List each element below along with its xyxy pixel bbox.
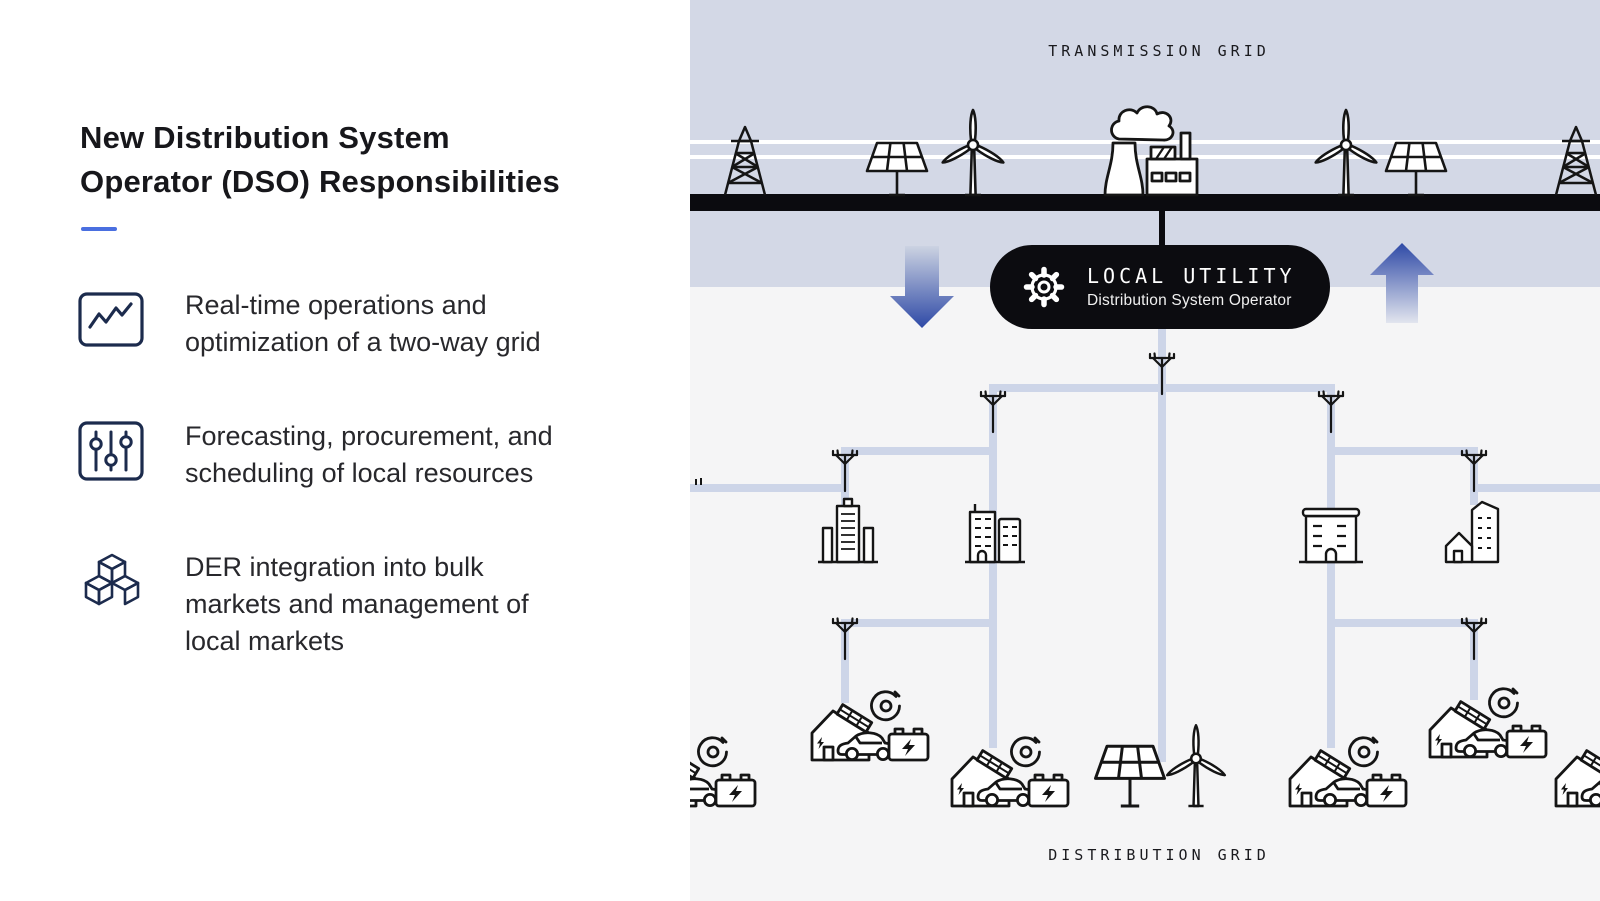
transmission-wire (690, 155, 1600, 159)
der-cluster (952, 738, 1068, 806)
der-cluster-edge-left (690, 738, 755, 806)
transmission-bus-bar (690, 194, 1600, 211)
utility-pole-icon (1317, 390, 1345, 434)
utility-pole-icon (831, 617, 859, 661)
line-chart-icon (78, 292, 144, 352)
edge-pole-mark (695, 478, 702, 485)
bullet-2: Forecasting, procurement, and scheduling… (185, 418, 665, 492)
der-cluster (1430, 689, 1546, 757)
badge-title: LOCAL UTILITY (1087, 264, 1296, 288)
utility-pole-icon (1460, 617, 1488, 661)
distribution-grid-label: DISTRIBUTION GRID (1048, 846, 1270, 864)
grid-diagram (690, 105, 1600, 808)
der-cluster (1290, 738, 1406, 806)
skyscraper-icon (816, 497, 880, 564)
transmission-tower-icon (1554, 125, 1598, 197)
sliders-icon (78, 421, 144, 486)
city-buildings-icon (963, 502, 1027, 564)
der-cluster-edge-right (1556, 738, 1600, 806)
cubes-icon (80, 551, 166, 618)
transmission-wire (690, 140, 1600, 144)
local-utility-badge: LOCAL UTILITY Distribution System Operat… (990, 245, 1330, 329)
solar-panel-icon (1384, 141, 1448, 197)
title-line-1: New Distribution System (80, 120, 450, 155)
bullet-1: Real-time operations and optimization of… (185, 287, 665, 361)
utility-pole-icon (979, 390, 1007, 434)
transmission-tower-icon (723, 125, 767, 197)
bullet-3-line-3: local markets (185, 626, 345, 656)
badge-subtitle: Distribution System Operator (1087, 292, 1292, 309)
grid-diagram-panel: TRANSMISSION GRID DISTRIBUTION GRID LOCA… (690, 0, 1600, 901)
bullet-3-line-1: DER integration into bulk (185, 552, 484, 582)
title-accent-dash (81, 227, 117, 231)
power-plant-icon (1103, 105, 1199, 197)
left-panel: New Distribution System Operator (DSO) R… (0, 0, 690, 901)
gear-icon (1023, 266, 1065, 308)
bullet-3-line-2: markets and management of (185, 589, 529, 619)
bullet-1-line-2: optimization of a two-way grid (185, 327, 541, 357)
bullet-2-line-2: scheduling of local resources (185, 458, 534, 488)
page-title: New Distribution System Operator (DSO) R… (80, 116, 660, 204)
bullet-2-line-1: Forecasting, procurement, and (185, 421, 553, 451)
transmission-grid-label: TRANSMISSION GRID (1048, 42, 1270, 60)
house-apartment-icon (1444, 500, 1500, 564)
solar-panel-icon (865, 141, 929, 197)
badge-stem-line (1159, 205, 1165, 251)
wind-turbine-icon (1313, 108, 1379, 197)
ground-solar-icon (1094, 744, 1166, 808)
bullet-3: DER integration into bulk markets and ma… (185, 549, 665, 660)
downstream-arrow (890, 246, 954, 328)
bullet-1-line-1: Real-time operations and (185, 290, 487, 320)
der-cluster (812, 692, 928, 760)
office-building-icon (1297, 507, 1365, 564)
upstream-arrow (1370, 243, 1434, 323)
wind-turbine-icon (940, 108, 1006, 197)
wind-turbine-icon (1164, 724, 1228, 808)
title-line-2: Operator (DSO) Responsibilities (80, 164, 560, 199)
